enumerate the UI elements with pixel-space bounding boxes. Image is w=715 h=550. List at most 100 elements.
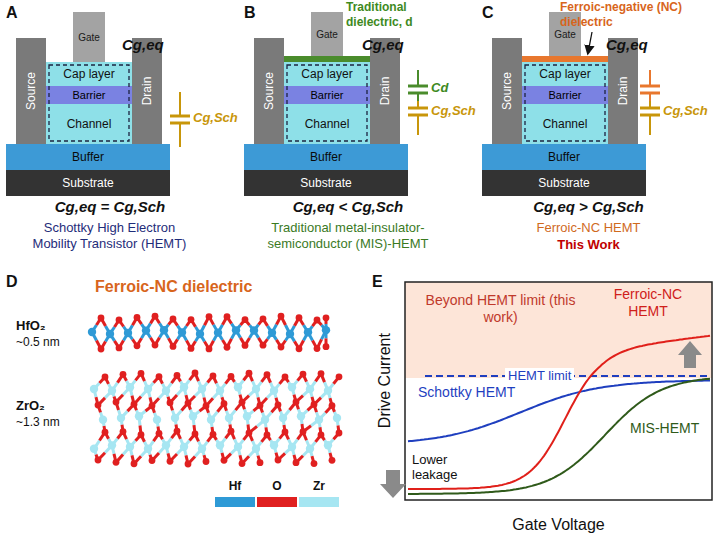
text-label: Ferroic-NC HEMT — [476, 220, 701, 236]
text-label: ZrO₂ — [16, 398, 45, 414]
text-label: Cg,eq — [122, 36, 164, 54]
legend-swatch — [299, 497, 339, 507]
text-label: Ferroic-NC dielectric — [95, 277, 252, 296]
text-label: Drive Current — [375, 331, 394, 431]
text-label: Cg,eq > Cg,Sch — [476, 198, 701, 216]
layer-box: Barrier — [46, 86, 132, 104]
text-label: Cg,Sch — [663, 103, 708, 119]
text-label: HfO₂ — [16, 318, 46, 334]
text-label: Traditional metal-insulator-semiconducto… — [248, 220, 448, 251]
layer-name: Barrier — [72, 89, 105, 101]
layer-name: Source — [24, 72, 38, 110]
layer-box: Channel — [284, 104, 370, 144]
plot-frame — [405, 282, 712, 500]
capacitor-symbol — [408, 70, 428, 135]
text-label: Cg,Sch — [193, 110, 238, 126]
leader-arrow — [588, 32, 592, 53]
layer-box: Cap layer — [284, 62, 370, 86]
layer-stack — [284, 62, 370, 144]
layer-name: Channel — [305, 117, 350, 131]
capacitor-symbol — [640, 70, 660, 135]
layer-box: Buffer — [482, 144, 646, 170]
layer-stack — [522, 62, 608, 144]
layer-name: Gate — [316, 29, 338, 40]
text-label: HEMT limit — [505, 368, 574, 383]
text-label: This Work — [476, 237, 701, 253]
text-label: Cg,eq — [362, 36, 404, 54]
text-label: Cg,eq = Cg,Sch — [0, 198, 220, 216]
layer-box: Source — [492, 38, 522, 144]
capacitor-symbol — [170, 92, 190, 147]
text-label: D — [6, 272, 18, 291]
shaded-region — [405, 282, 712, 378]
layer-box: Substrate — [482, 170, 646, 196]
layer-name: Drain — [378, 77, 392, 106]
layer-name: Source — [262, 72, 276, 110]
layer-name: Barrier — [548, 89, 581, 101]
text-label: MIS-HEMT — [630, 420, 699, 437]
layer-name: Substrate — [62, 176, 113, 190]
layer-name: Cap layer — [539, 67, 590, 81]
text-label: Lower leakage — [412, 452, 474, 482]
layer-box: Gate — [73, 12, 105, 62]
text-label: Schottky HEMT — [418, 384, 515, 401]
layer-box: Substrate — [244, 170, 408, 196]
layer-box: Buffer — [244, 144, 408, 170]
text-label: Gate Voltage — [405, 515, 712, 534]
layer-name: Drain — [616, 77, 630, 106]
text-label: Traditional dielectric, d — [346, 0, 438, 30]
text-label: Schottky High Electron Mobility Transist… — [22, 220, 197, 251]
block-arrow — [380, 470, 406, 498]
layer-name: Cap layer — [63, 67, 114, 81]
legend-text: Hf — [215, 479, 255, 493]
curve — [408, 379, 710, 494]
layer-name: Gate — [78, 32, 100, 43]
text-label: Beyond HEMT limit (this work) — [418, 292, 583, 326]
layer-box: Cap layer — [522, 62, 608, 86]
layer-stack — [46, 62, 132, 144]
layer-box: Drain — [608, 38, 638, 144]
text-label: Cg,Sch — [431, 103, 476, 119]
text-label: B — [244, 3, 256, 22]
layer-name: Channel — [67, 117, 112, 131]
legend-swatch — [215, 497, 255, 507]
layer-box: Source — [254, 38, 284, 144]
layer-box: Substrate — [6, 170, 170, 196]
curve — [408, 336, 710, 489]
layer-box: Barrier — [522, 86, 608, 104]
layer-box: Channel — [46, 104, 132, 144]
legend-text: Zr — [299, 479, 339, 493]
layer-name: Source — [500, 72, 514, 110]
layer-box: Gate — [311, 12, 343, 56]
text-label: A — [6, 3, 18, 22]
text-label: Cg,eq < Cg,Sch — [238, 198, 458, 216]
layer-box: Drain — [370, 38, 400, 144]
layer-name: Substrate — [300, 176, 351, 190]
layer-name: Substrate — [538, 176, 589, 190]
layer-name: Channel — [543, 117, 588, 131]
block-arrow — [678, 341, 702, 368]
text-label: C — [482, 3, 494, 22]
layer-box: Cap layer — [46, 62, 132, 86]
layer-name: Buffer — [548, 150, 580, 164]
layer-box: Channel — [522, 104, 608, 144]
text-label: Ferroic-NC HEMT — [598, 286, 698, 320]
dielectric-layer — [522, 56, 608, 62]
text-label: Ferroic-negative (NC) dielectric — [560, 0, 710, 30]
layer-name: Barrier — [310, 89, 343, 101]
dielectric-layer — [284, 56, 370, 62]
text-label: Cd — [431, 80, 448, 96]
layer-box: Drain — [132, 38, 162, 144]
layer-name: Cap layer — [301, 67, 352, 81]
layer-name: Drain — [140, 77, 154, 106]
text-label: ~1.3 nm — [16, 415, 60, 429]
layer-name: Gate — [554, 29, 576, 40]
text-label: ~0.5 nm — [16, 335, 60, 349]
layer-name: Buffer — [72, 150, 104, 164]
layer-box: Source — [16, 38, 46, 144]
legend-text: O — [257, 479, 297, 493]
text-label: E — [372, 272, 383, 291]
text-label: Cg,eq — [606, 36, 648, 54]
layer-box: Barrier — [284, 86, 370, 104]
